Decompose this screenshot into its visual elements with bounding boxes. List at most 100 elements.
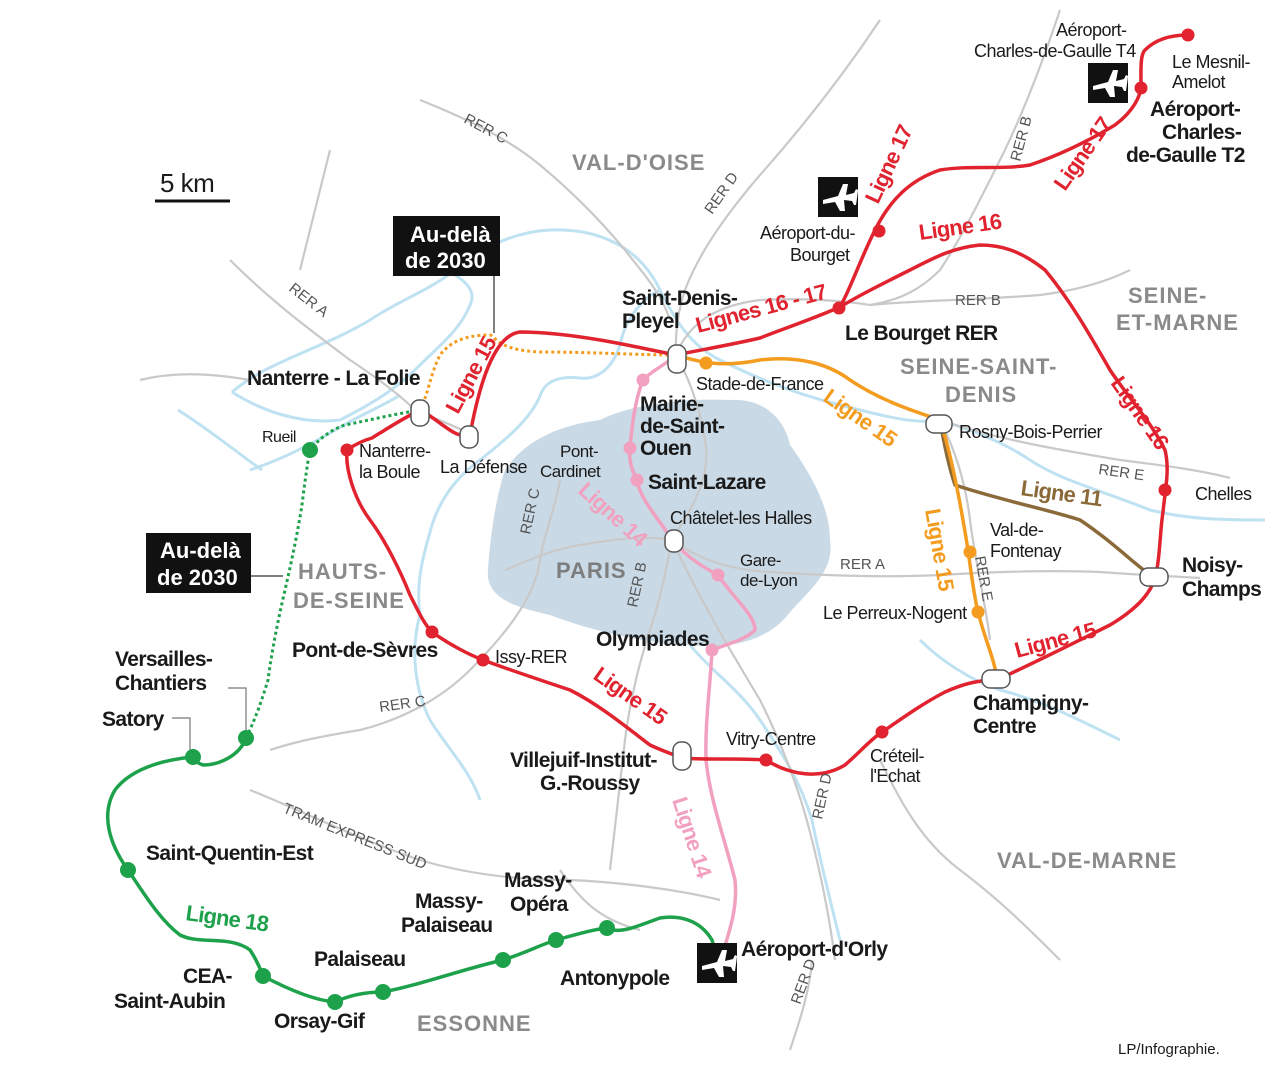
station-bourget-aero-2: Bourget: [790, 245, 850, 265]
future-box-1-line1: Au-delà: [410, 222, 491, 247]
station-mesnil-2: Amelot: [1172, 72, 1226, 92]
dept-hauts-de-seine-1: HAUTS-: [298, 559, 387, 584]
ligne-11-route: [938, 419, 1152, 577]
station-massy-pal-1: Massy-: [415, 890, 483, 913]
station-champigny-2: Centre: [973, 715, 1036, 738]
station-villejuif-1: Villejuif-Institut-: [510, 749, 657, 772]
station-massy-pal-2: Palaiseau: [401, 914, 493, 937]
rer-d-north: RER D: [701, 169, 742, 217]
station-cdg-t2-1: Aéroport-: [1150, 98, 1241, 121]
station-dots-red: [340, 28, 1195, 767]
station-nanterre-folie: Nanterre - La Folie: [247, 367, 420, 390]
ligne-14-route: [627, 353, 757, 956]
station-dots-orange: [699, 356, 985, 619]
station-mesnil-1: Le Mesnil-: [1172, 52, 1251, 72]
ligne-14-label-b: Ligne 14: [667, 794, 717, 882]
future-box-1: [393, 216, 500, 276]
rivers: [177, 228, 1266, 941]
station-versailles-2: Chantiers: [115, 672, 206, 695]
ligne-18-future: [244, 408, 421, 739]
station-orsay: Orsay-Gif: [274, 1010, 366, 1033]
station-cea-2: Saint-Aubin: [114, 990, 225, 1013]
station-olympiades: Olympiades: [596, 628, 709, 651]
dept-val-d-oise: VAL-D'OISE: [572, 150, 705, 175]
station-palaiseau: Palaiseau: [314, 948, 406, 971]
station-massy-op-2: Opéra: [510, 893, 569, 916]
ligne-15-label-se: Ligne 15: [1012, 617, 1099, 663]
ligne-15-label-east-vert: Ligne 15: [920, 507, 959, 593]
station-mairie-1: Mairie-: [640, 393, 704, 416]
station-vitry: Vitry-Centre: [726, 729, 816, 749]
station-massy-op-1: Massy-: [504, 869, 572, 892]
rer-b-east: RER B: [955, 292, 1001, 309]
future-box-2-line1: Au-delà: [160, 538, 241, 563]
station-perreux: Le Perreux-Nogent: [823, 603, 967, 623]
station-rueil: Rueil: [262, 429, 296, 446]
future-box-1-line2: de 2030: [405, 248, 486, 273]
station-versailles-1: Versailles-: [115, 648, 213, 671]
station-noisy-2: Champs: [1182, 578, 1261, 601]
station-cdg-t2-2: Charles-: [1162, 121, 1242, 144]
station-rosny: Rosny-Bois-Perrier: [959, 422, 1103, 442]
ligne-15-label-south: Ligne 15: [589, 662, 672, 730]
leader-lines: [172, 687, 247, 750]
station-st-denis-1: Saint-Denis-: [622, 287, 738, 310]
airplane-icon: [1088, 63, 1128, 103]
station-gare-lyon-2: de-Lyon: [740, 571, 797, 590]
station-nanterre-boule-1: Nanterre-: [359, 441, 431, 461]
station-mairie-2: de-Saint-: [640, 415, 725, 438]
station-antonypole: Antonypole: [560, 967, 670, 990]
station-mairie-3: Ouen: [640, 437, 691, 460]
dept-seine-et-marne-1: SEINE-: [1128, 283, 1207, 308]
ligne-15-future-west: [418, 333, 677, 411]
rer-network: [139, 9, 1231, 1051]
dept-seine-saint-denis-2: DENIS: [945, 382, 1017, 407]
station-orly: Aéroport-d'Orly: [741, 938, 888, 961]
station-pont-sevres: Pont-de-Sèvres: [292, 639, 438, 662]
station-champigny-1: Champigny-: [973, 692, 1089, 715]
station-noisy-1: Noisy-: [1182, 554, 1243, 577]
dept-seine-saint-denis-1: SEINE-SAINT-: [900, 354, 1057, 379]
station-cdg-t2-3: de-Gaulle T2: [1126, 144, 1245, 167]
rer-d-south: RER D: [788, 957, 820, 1007]
ligne-17-label-a: Ligne 17: [860, 121, 918, 207]
station-pont-cardinet-2: Cardinet: [540, 462, 601, 481]
station-st-lazare: Saint-Lazare: [648, 471, 766, 494]
station-creteil-2: l'Echat: [870, 766, 920, 786]
future-box-2: [146, 533, 251, 593]
rer-c-north: RER C: [461, 111, 510, 148]
station-la-defense: La Défense: [440, 457, 528, 477]
station-chatelet: Châtelet-les Halles: [670, 508, 812, 528]
dept-seine-et-marne-2: ET-MARNE: [1116, 310, 1239, 335]
dept-essonne: ESSONNE: [417, 1011, 532, 1036]
station-villejuif-2: G.-Roussy: [540, 772, 641, 795]
scale-label: 5 km: [160, 168, 214, 198]
station-cea-1: CEA-: [183, 965, 233, 988]
ligne-18-label: Ligne 18: [184, 900, 270, 936]
station-stade: Stade-de-France: [696, 374, 824, 394]
rer-a-paris: RER A: [840, 556, 885, 573]
station-st-denis-2: Pleyel: [622, 310, 679, 333]
interchange-markers: [410, 344, 1169, 771]
station-creteil-1: Créteil-: [870, 746, 925, 766]
airplane-icon: [697, 943, 737, 983]
station-nanterre-boule-2: la Boule: [359, 462, 421, 482]
station-dots-green: [120, 442, 615, 1010]
ligne-16-label-b: Ligne 16: [1106, 372, 1174, 455]
dept-val-de-marne: VAL-DE-MARNE: [997, 848, 1177, 873]
rer-b-north: RER B: [1007, 114, 1035, 163]
station-pont-cardinet-1: Pont-: [560, 442, 598, 461]
station-chelles: Chelles: [1195, 484, 1252, 504]
rer-e-east: RER E: [1097, 461, 1145, 484]
dept-paris: PARIS: [556, 558, 627, 583]
station-gare-lyon-1: Gare-: [740, 551, 781, 570]
dept-hauts-de-seine-2: DE-SEINE: [293, 588, 405, 613]
station-satory: Satory: [102, 708, 165, 731]
rer-c-south: RER C: [378, 693, 427, 716]
station-dots-pink: [623, 373, 725, 657]
station-sqy: Saint-Quentin-Est: [146, 842, 314, 865]
station-bourget-aero-1: Aéroport-du-: [760, 223, 856, 243]
credit: LP/Infographie.: [1118, 1041, 1220, 1058]
ligne-16-label-a: Ligne 16: [917, 209, 1003, 245]
